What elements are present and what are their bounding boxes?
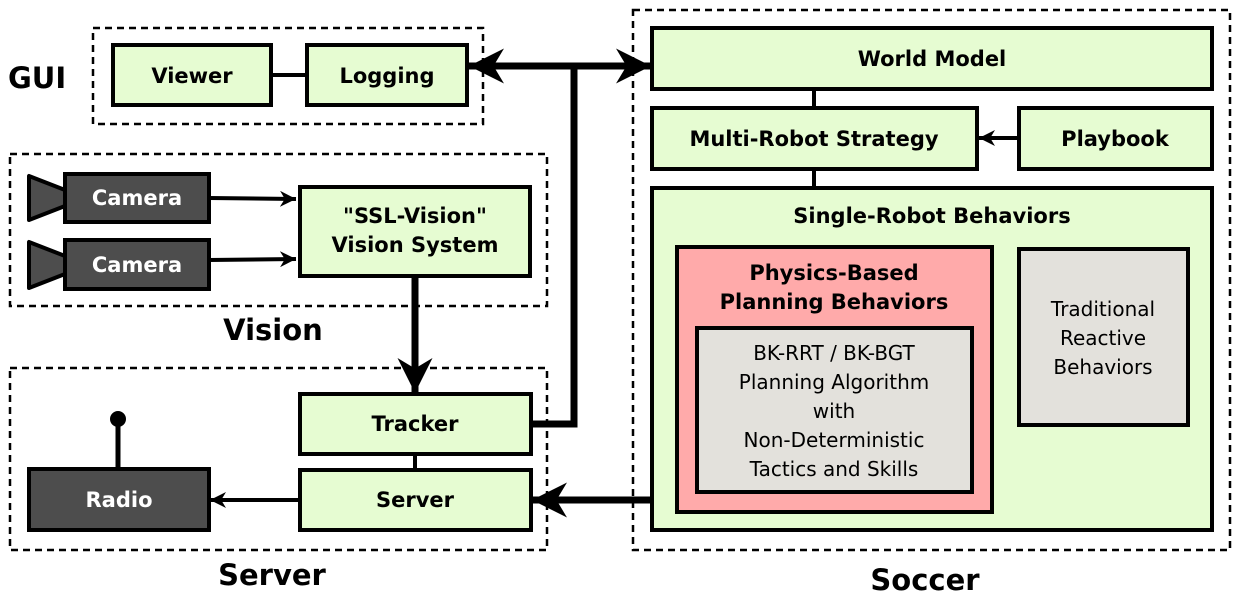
soccer-group-label: Soccer xyxy=(870,563,980,596)
radio-box xyxy=(27,467,211,532)
playbook-box xyxy=(1017,106,1214,171)
traditional-reactive-line2: Reactive xyxy=(1060,326,1146,350)
planning-algorithm-line3: with xyxy=(813,399,855,423)
playbook-label: Playbook xyxy=(1061,127,1170,151)
server-group-label: Server xyxy=(218,558,326,592)
world-model-label: World Model xyxy=(858,47,1007,71)
logging-label: Logging xyxy=(339,64,434,88)
server-box xyxy=(298,468,533,532)
viewer-label: Viewer xyxy=(151,64,233,88)
multi-robot-strategy-box xyxy=(650,106,979,171)
soccer-group-border xyxy=(631,8,1232,552)
tracker-box xyxy=(298,392,533,456)
vision-group-border xyxy=(8,152,549,308)
radio-antenna-tip xyxy=(110,411,126,427)
traditional-reactive-line1: Traditional xyxy=(1050,297,1155,321)
viewer-box xyxy=(111,43,273,107)
camera-2-lens-icon xyxy=(27,240,67,290)
planning-algorithm-line1: BK-RRT / BK-BGT xyxy=(753,341,915,365)
server-group-border xyxy=(8,366,549,552)
camera2-to-vision-arrow xyxy=(208,251,297,268)
gui-group-label: GUI xyxy=(8,61,66,95)
logging-box xyxy=(305,43,469,107)
camera-1-lens-icon xyxy=(27,174,67,222)
vision-system-label-line1: "SSL-Vision" xyxy=(343,204,487,228)
camera-2-label: Camera xyxy=(92,253,182,277)
physics-based-label-line2: Planning Behaviors xyxy=(720,290,949,314)
vision-system-label-line2: Vision System xyxy=(332,233,499,257)
single-robot-behaviors-label: Single-Robot Behaviors xyxy=(793,204,1070,228)
camera1-to-vision-arrow xyxy=(208,190,297,207)
camera-1-box xyxy=(63,172,211,224)
server-label: Server xyxy=(376,488,455,512)
planning-algorithm-line4: Non-Deterministic xyxy=(744,428,925,452)
radio-label: Radio xyxy=(86,488,153,512)
traditional-reactive-line3: Behaviors xyxy=(1053,355,1152,379)
physics-based-label-line1: Physics-Based xyxy=(749,261,918,285)
vision-group-label: Vision xyxy=(223,313,323,347)
camera-2-box xyxy=(63,238,211,291)
planning-algorithm-line5: Tactics and Skills xyxy=(749,457,919,481)
traditional-reactive-box xyxy=(1017,247,1190,427)
planning-algorithm-line2: Planning Algorithm xyxy=(739,370,929,394)
planning-algorithm-box xyxy=(695,326,974,494)
world-model-box xyxy=(650,26,1214,91)
tracker-label: Tracker xyxy=(372,412,460,436)
camera-1-label: Camera xyxy=(92,186,182,210)
multi-robot-strategy-label: Multi-Robot Strategy xyxy=(689,127,938,151)
tracker-to-bus-connector xyxy=(531,66,578,428)
vision-system-box xyxy=(298,185,532,278)
